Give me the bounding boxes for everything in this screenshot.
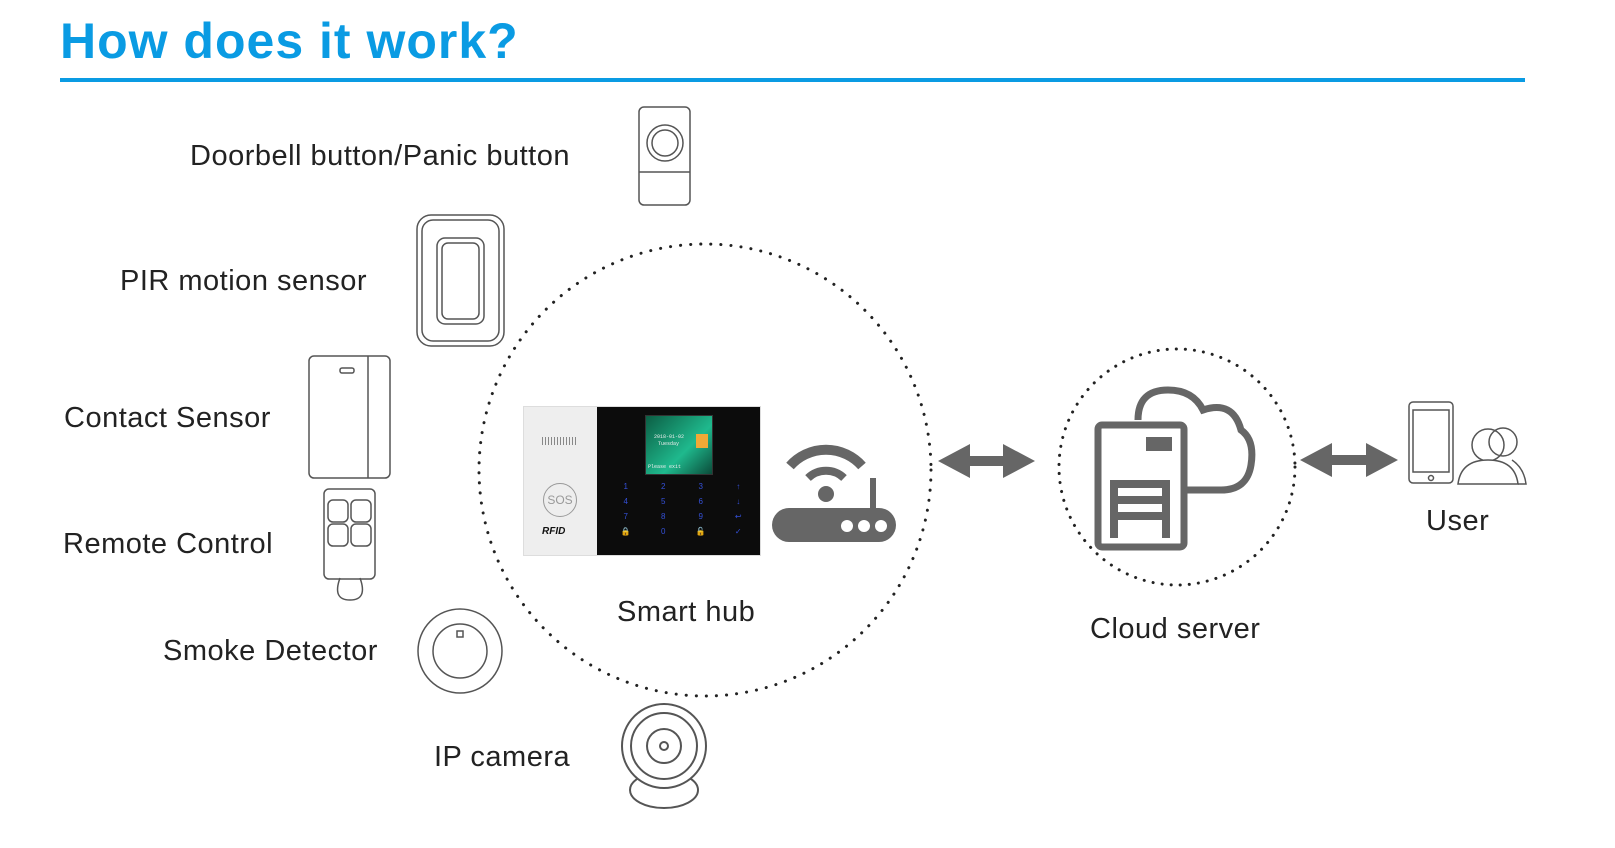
doorbell-icon: [638, 106, 691, 206]
title-underline: [60, 78, 1525, 82]
doorbell-label: Doorbell button/Panic button: [190, 140, 570, 172]
key: 5: [661, 497, 666, 506]
pir-label: PIR motion sensor: [120, 265, 368, 297]
smoke-detector-icon: [417, 608, 503, 694]
cloud-server-icon: [1134, 386, 1256, 494]
server-icon: [1094, 421, 1188, 551]
pir-sensor-icon: [416, 214, 505, 347]
key: 8: [661, 512, 666, 521]
contact-sensor-label: Contact Sensor: [64, 402, 271, 434]
key: ↑: [736, 482, 741, 491]
key: 3: [698, 482, 703, 491]
ip-camera-icon: [621, 703, 707, 809]
key: 4: [623, 497, 628, 506]
cloud-server-label: Cloud server: [1090, 613, 1261, 645]
hub-boundary: [477, 242, 933, 698]
key: 9: [698, 512, 703, 521]
key: ✓: [734, 527, 742, 536]
cloud-boundary: [1057, 347, 1297, 587]
key: 🔓: [695, 527, 706, 536]
speaker-grille: [542, 437, 578, 445]
wifi-router-icon: [772, 444, 896, 542]
sos-button: SOS: [543, 483, 577, 517]
key: 0: [661, 527, 666, 536]
key: 🔒: [620, 527, 631, 536]
page-title: How does it work?: [60, 13, 519, 69]
key: 7: [623, 512, 628, 521]
user-icon: [1457, 427, 1527, 485]
remote-control-label: Remote Control: [63, 528, 274, 560]
screen-day: Tuesday: [658, 441, 680, 447]
contact-sensor-icon: [308, 355, 391, 479]
bidirectional-arrow-icon: [1300, 443, 1398, 477]
screen-message: Please exit: [648, 464, 682, 470]
hub-keypad-panel: 2018-01-02 Tuesday Please exit 1 2 3 ↑ 4…: [597, 407, 760, 555]
ip-camera-label: IP camera: [434, 741, 571, 773]
lock-icon: [696, 434, 708, 448]
hub-left-panel: SOS RFID: [524, 407, 597, 555]
smart-hub-device: SOS RFID 2018-01-02 Tuesday Please exit …: [523, 406, 761, 556]
hub-screen: 2018-01-02 Tuesday Please exit: [645, 415, 713, 475]
key: 2: [661, 482, 666, 491]
key: ↩: [734, 512, 742, 521]
smoke-detector-label: Smoke Detector: [163, 635, 378, 667]
user-label: User: [1426, 505, 1490, 537]
remote-control-icon: [323, 488, 376, 601]
screen-date: 2018-01-02: [654, 434, 685, 440]
phone-icon: [1408, 401, 1454, 484]
bidirectional-arrow-icon: [938, 444, 1035, 478]
key: ↓: [736, 497, 741, 506]
smart-hub-label: Smart hub: [617, 596, 756, 628]
key: 6: [698, 497, 703, 506]
rfid-label: RFID: [542, 526, 566, 537]
key: 1: [623, 482, 628, 491]
keypad: 1 2 3 ↑ 4 5 6 ↓ 7 8 9 ↩ 🔒 0 🔓 ✓: [607, 482, 757, 536]
